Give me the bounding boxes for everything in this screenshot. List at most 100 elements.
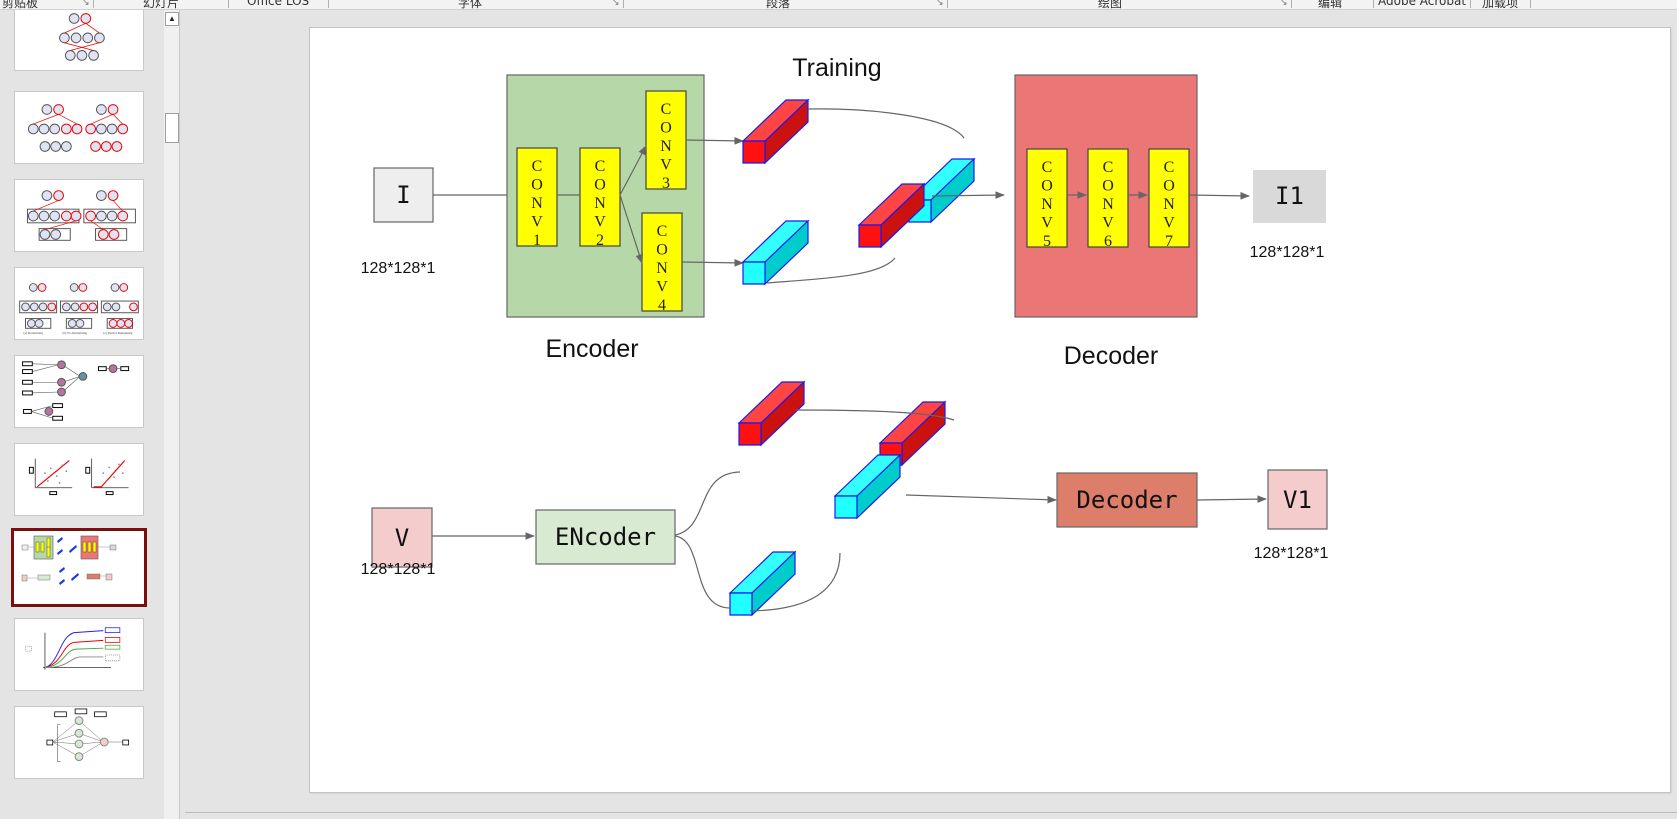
output-V1-size: 128*128*1 <box>1254 545 1329 562</box>
slide-thumbnail-7-selected[interactable] <box>11 528 147 607</box>
paragraph-launcher-icon[interactable]: ↘ <box>936 0 944 7</box>
output-I1-box[interactable] <box>1253 170 1326 223</box>
thumbnail-curves-graphic <box>25 627 121 670</box>
feature-block-red[interactable] <box>741 98 810 165</box>
ribbon-group-addins: 加载项 <box>1482 0 1519 10</box>
feature-block-cyan-front-face <box>742 261 766 285</box>
ribbon-group-editing: 编辑 <box>1318 0 1343 10</box>
editing-area-bottom-border <box>185 812 1677 813</box>
ribbon-separator <box>93 0 94 8</box>
feature-block-red[interactable] <box>737 380 806 447</box>
thumbnail-scatter-graphic <box>28 458 129 496</box>
ribbon-separator <box>1373 0 1374 8</box>
ribbon-group-clipboard: 剪贴板 <box>2 0 39 10</box>
conv6-block[interactable] <box>1087 148 1129 248</box>
encoder-box[interactable] <box>535 509 676 565</box>
thumbnail-node-flow-graphic <box>22 360 130 421</box>
training-title: Training <box>792 54 881 82</box>
ribbon-group-office-los: Office LOS <box>247 0 310 8</box>
input-I-label: I <box>396 181 410 209</box>
ribbon-group-labels: 剪贴板 ↘ 幻灯片 Office LOS 字体 ↘ 段落 ↘ 绘图 ↘ 编辑 A… <box>0 0 1677 10</box>
concat-block-cyan-front-face <box>834 495 858 519</box>
ribbon-separator <box>623 0 624 8</box>
connector-arrow <box>931 191 1005 199</box>
connector-arrow <box>1188 192 1250 200</box>
ribbon-separator <box>1291 0 1292 8</box>
input-V-box[interactable] <box>371 507 433 568</box>
branch-curve <box>674 535 731 609</box>
ribbon-separator <box>1470 0 1471 8</box>
concat-block-cyan[interactable] <box>833 453 902 520</box>
slide-thumbnail-6[interactable] <box>14 443 144 516</box>
font-launcher-icon[interactable]: ↘ <box>612 0 620 7</box>
connector-arrow <box>685 137 744 145</box>
ribbon-separator <box>328 0 329 8</box>
ribbon-group-font: 字体 <box>458 0 483 10</box>
output-I1-label: I1 <box>1275 182 1304 210</box>
ribbon-group-paragraph: 段落 <box>766 0 791 10</box>
thumbnail-network-graphic <box>59 13 105 61</box>
conv3-block[interactable] <box>645 90 687 190</box>
conv4-block[interactable] <box>641 212 683 312</box>
clipboard-launcher-icon[interactable]: ↘ <box>82 0 90 7</box>
output-V1-label: V1 <box>1283 486 1312 514</box>
ribbon-group-adobe-acrobat: Adobe Acrobat <box>1378 0 1467 8</box>
scrollbar-thumb[interactable] <box>165 113 179 143</box>
conv5-block[interactable] <box>1026 148 1068 248</box>
thumbnail-network-graphic <box>26 190 136 241</box>
conv7-block[interactable] <box>1148 148 1190 248</box>
feature-block-cyan-front-face <box>729 592 753 616</box>
slide-thumbnail-pane: (a) Remaining (b) No Remaining (c) Partial… <box>0 10 163 819</box>
output-I1-size: 128*128*1 <box>1250 244 1325 261</box>
svg-text:(a) Remaining: (a) Remaining <box>24 331 44 335</box>
skip-curve <box>807 108 965 139</box>
branch-curve <box>674 471 741 536</box>
decoder-title: Decoder <box>1064 342 1159 370</box>
skip-curve <box>749 552 841 612</box>
drawing-launcher-icon[interactable]: ↘ <box>1280 0 1288 7</box>
thumbnail-encoder-decoder-graphic <box>21 535 117 585</box>
ribbon-separator <box>228 0 229 8</box>
output-V1-box[interactable] <box>1267 469 1328 530</box>
slide-thumbnail-3[interactable] <box>14 179 144 252</box>
thumbnail-network-graphic <box>27 104 129 152</box>
conv2-block[interactable] <box>579 147 621 247</box>
input-V-size: 128*128*1 <box>361 561 436 578</box>
ribbon-group-slides: 幻灯片 <box>143 0 180 10</box>
thumbnail-scrollbar[interactable]: ▲ <box>164 10 180 819</box>
conv1-block[interactable] <box>516 147 558 247</box>
slide-thumbnail-5[interactable] <box>14 355 144 428</box>
connector-arrow <box>1196 495 1267 503</box>
decoder-box-label: Decoder <box>1076 486 1177 514</box>
connector-arrow <box>619 194 643 264</box>
slide-thumbnail-1[interactable] <box>14 10 144 71</box>
feature-block-red-front-face <box>738 422 762 446</box>
concat-block-red[interactable] <box>857 182 926 249</box>
slide-thumbnail-4[interactable]: (a) Remaining (b) No Remaining (c) Partial… <box>14 267 144 340</box>
input-I-box[interactable] <box>373 167 434 223</box>
input-I-size: 128*128*1 <box>361 260 436 277</box>
slide-thumbnail-8[interactable] <box>14 618 144 691</box>
feature-block-cyan[interactable] <box>728 550 797 617</box>
ribbon-group-drawing: 绘图 <box>1098 0 1123 10</box>
svg-text:(c) Partial Remaining: (c) Partial Remaining <box>103 331 132 335</box>
decoder-box[interactable] <box>1056 472 1198 528</box>
ribbon-separator <box>947 0 948 8</box>
scroll-up-button[interactable]: ▲ <box>165 12 179 26</box>
skip-curve <box>795 409 955 421</box>
slide-thumbnail-9[interactable] <box>14 706 144 779</box>
svg-text:(b) No Remaining: (b) No Remaining <box>62 331 87 335</box>
thumbnail-perceptron-graphic <box>46 708 129 762</box>
concat-block-red-front-face <box>858 224 882 248</box>
feature-block-cyan[interactable] <box>741 219 810 286</box>
input-V-label: V <box>395 524 409 552</box>
slide-thumbnail-2[interactable] <box>14 91 144 164</box>
encoder-box-label: ENcoder <box>555 523 656 551</box>
